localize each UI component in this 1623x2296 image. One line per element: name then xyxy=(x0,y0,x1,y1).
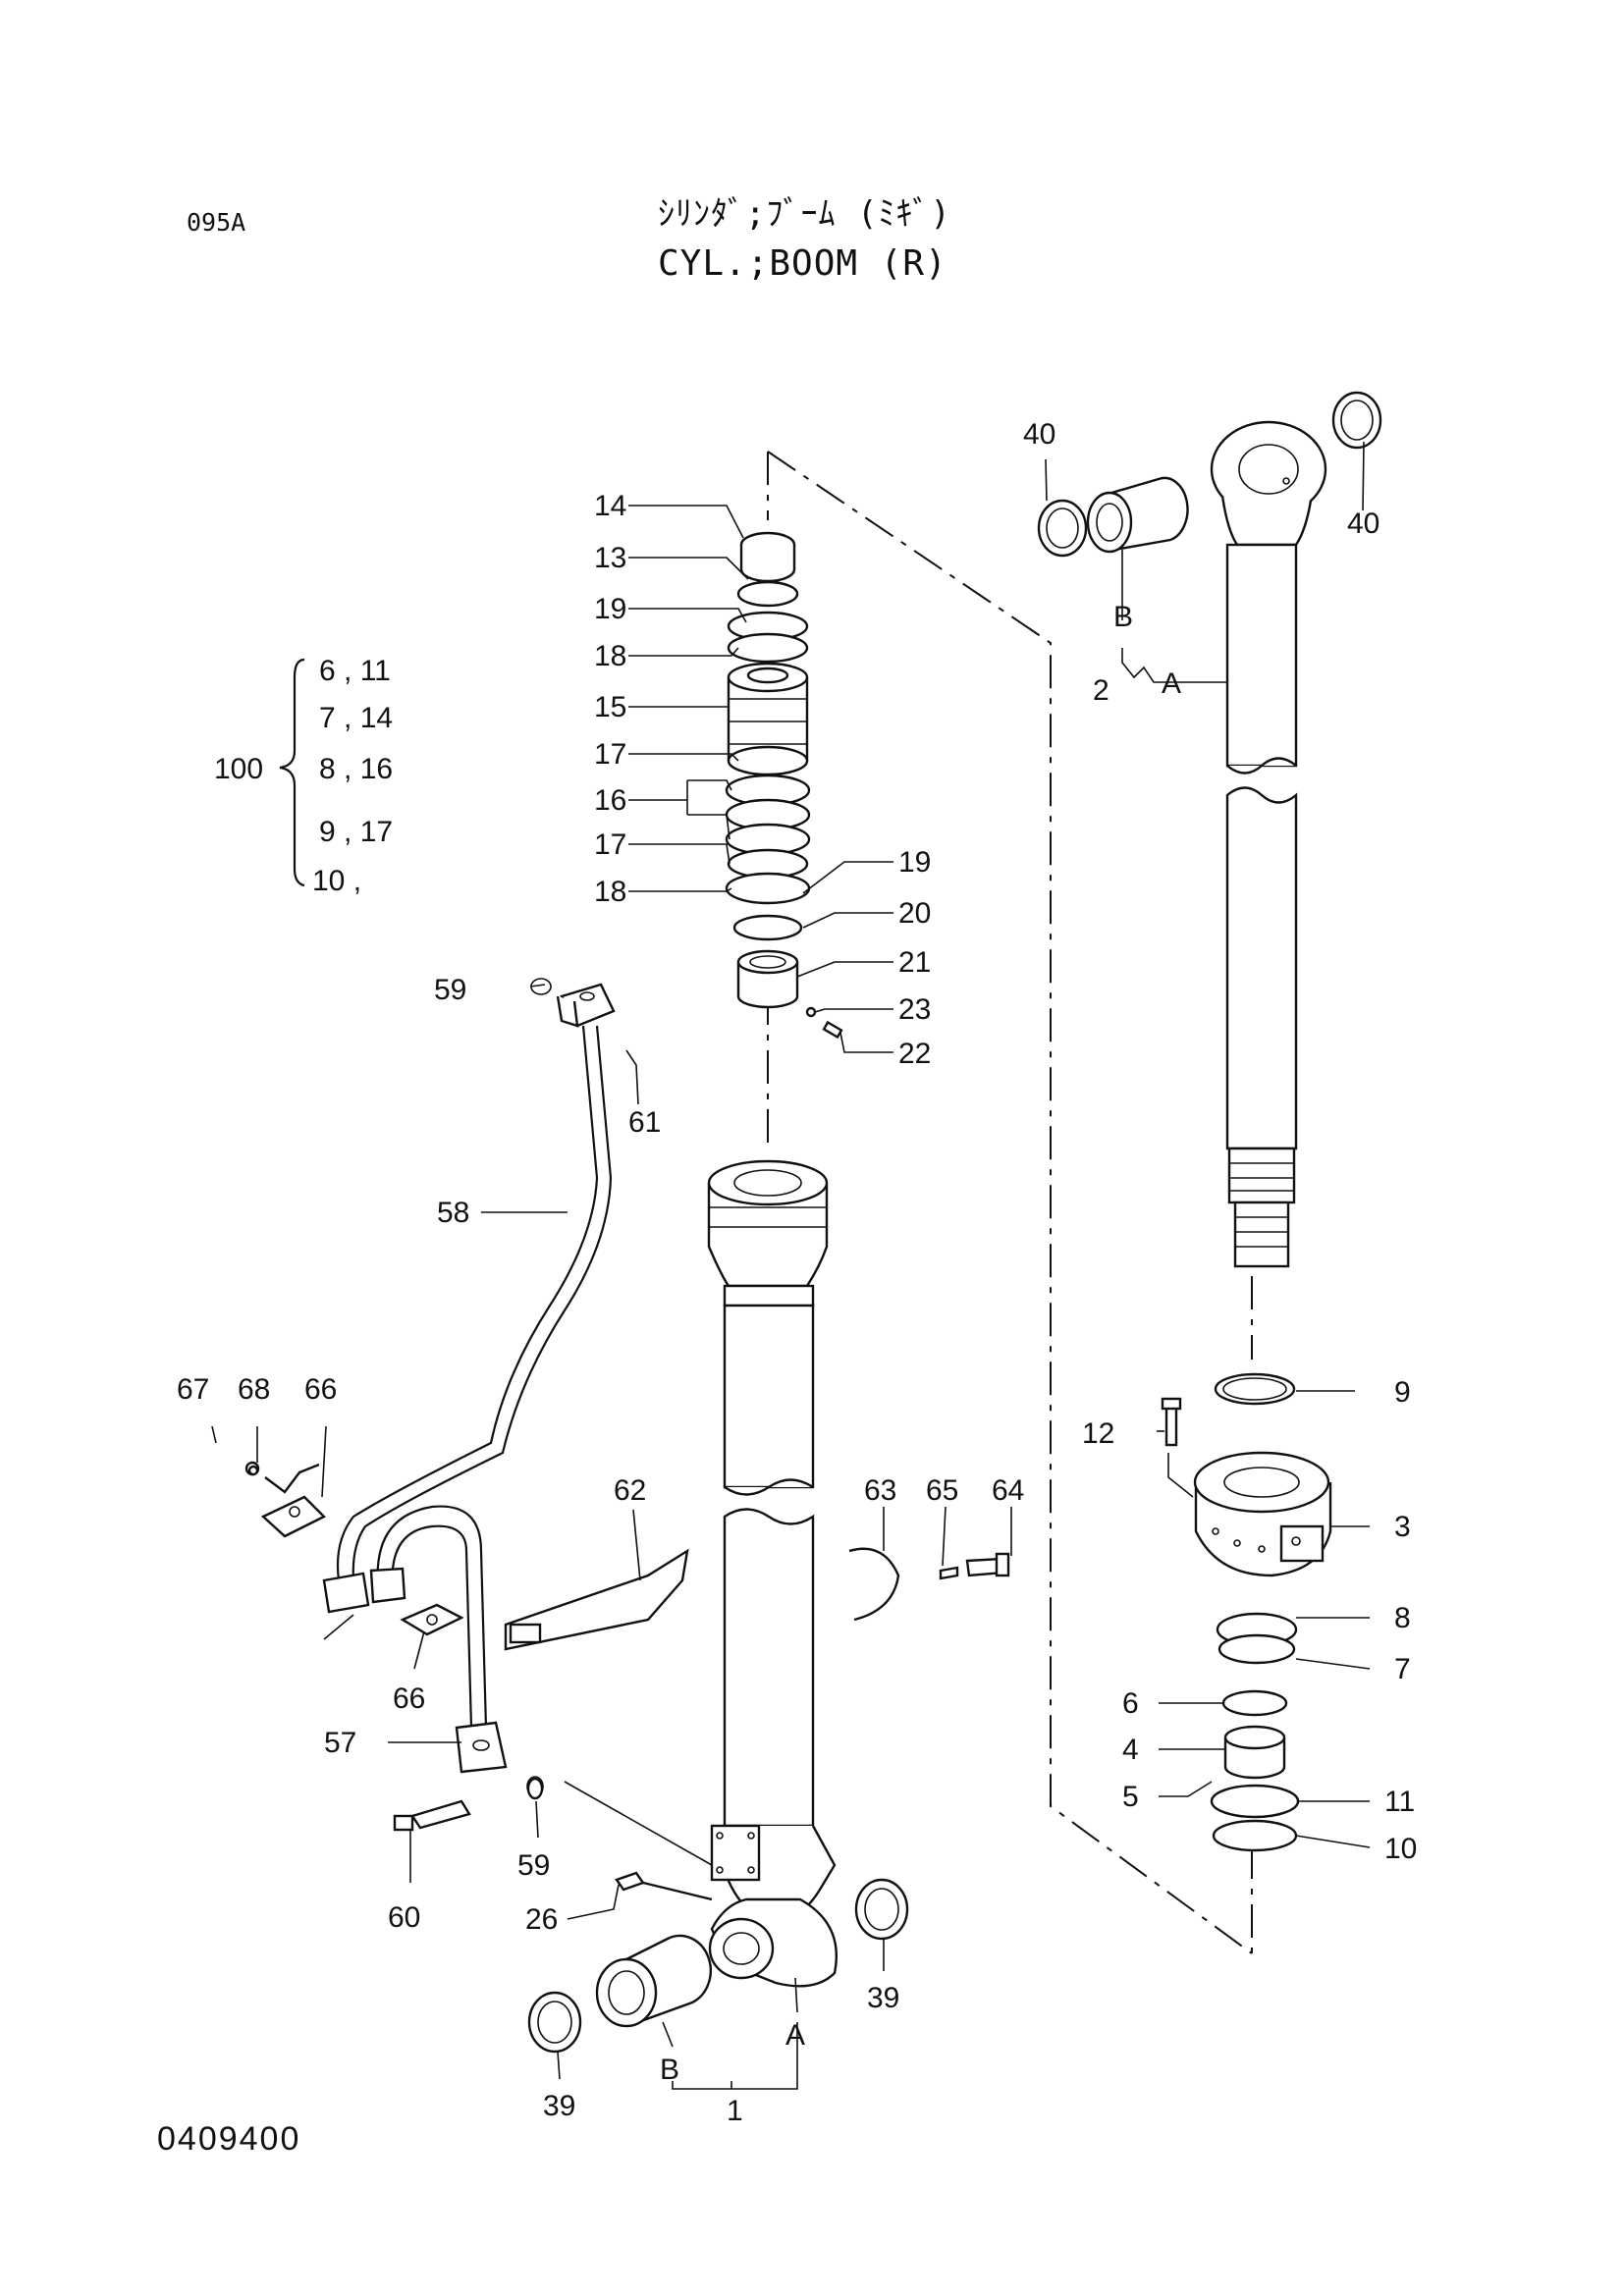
callout-14: 14 xyxy=(594,490,626,522)
callout-62: 62 xyxy=(614,1474,646,1507)
callout-B: B xyxy=(1113,601,1133,633)
callout-66: 66 xyxy=(393,1682,425,1715)
callout-65: 65 xyxy=(926,1474,958,1507)
callout-6: 6 xyxy=(1122,1687,1139,1720)
kit-group-bracket: 100 6 , 11 7 , 14 8 , 16 9 , 17 10 , xyxy=(214,655,393,897)
kit-group-row: 10 , xyxy=(312,865,361,897)
kit-group-row: 9 , 17 xyxy=(319,816,393,848)
callout-19: 19 xyxy=(594,593,626,625)
callout-15: 15 xyxy=(594,691,626,723)
callout-61: 61 xyxy=(628,1106,661,1139)
callout-59: 59 xyxy=(517,1849,550,1882)
kit-group-row: 7 , 14 xyxy=(319,702,393,734)
callout-5: 5 xyxy=(1122,1781,1139,1813)
callout-4: 4 xyxy=(1122,1734,1139,1766)
kit-group-row: 8 , 16 xyxy=(319,753,393,785)
callout-60: 60 xyxy=(388,1901,420,1934)
callout-22: 22 xyxy=(898,1038,931,1070)
callout-64: 64 xyxy=(992,1474,1024,1507)
callout-40: 40 xyxy=(1347,507,1380,540)
page-code: 095A xyxy=(187,208,246,237)
title-japanese: ｼﾘﾝﾀﾞ;ﾌﾞｰﾑ (ﾐｷﾞ) xyxy=(658,194,951,234)
callout-labels: 14 13 19 18 15 17 16 17 18 19 20 21 23 2… xyxy=(177,418,1417,2127)
callout-1: 1 xyxy=(727,2095,743,2127)
kit-group-label: 100 xyxy=(214,753,263,785)
callout-18: 18 xyxy=(594,640,626,672)
callout-9: 9 xyxy=(1394,1376,1411,1409)
callout-10: 10 xyxy=(1384,1833,1417,1865)
callout-26: 26 xyxy=(525,1903,558,1936)
piston-rod xyxy=(1210,420,1327,1268)
callout-3: 3 xyxy=(1394,1511,1411,1543)
callout-2: 2 xyxy=(1093,674,1109,707)
callout-66: 66 xyxy=(304,1373,337,1406)
callout-68: 68 xyxy=(238,1373,270,1406)
callout-58: 58 xyxy=(437,1197,469,1229)
callout-A: A xyxy=(785,2019,805,2052)
kit-group-row: 6 , 11 xyxy=(319,655,391,687)
leader-lines xyxy=(211,441,1371,2090)
callout-7: 7 xyxy=(1394,1653,1411,1685)
callout-59: 59 xyxy=(434,974,466,1006)
callout-11: 11 xyxy=(1384,1786,1415,1818)
callout-12: 12 xyxy=(1082,1417,1114,1450)
cylinder-barrel xyxy=(707,1159,838,1988)
callout-67: 67 xyxy=(177,1373,209,1406)
callout-18: 18 xyxy=(594,876,626,908)
clamps-and-bolts xyxy=(244,1461,1010,1832)
callout-A: A xyxy=(1162,667,1181,700)
pipe-assembly xyxy=(322,978,616,1797)
callout-17: 17 xyxy=(594,828,626,861)
drawing-number: 0409400 xyxy=(157,2120,301,2158)
rod-end-parts xyxy=(1037,391,1382,558)
callout-57: 57 xyxy=(324,1727,356,1759)
callout-17: 17 xyxy=(594,738,626,771)
bottom-bushing-parts xyxy=(527,1871,909,2054)
seal-stack xyxy=(725,531,843,1040)
piston-parts xyxy=(1161,1372,1332,1852)
assembly-centerlines xyxy=(767,451,1253,1954)
callout-39: 39 xyxy=(867,1982,899,2014)
callout-20: 20 xyxy=(898,897,931,930)
callout-23: 23 xyxy=(898,993,931,1026)
callout-39: 39 xyxy=(543,2090,575,2122)
callout-40: 40 xyxy=(1023,418,1055,451)
callout-13: 13 xyxy=(594,542,626,574)
callout-21: 21 xyxy=(898,946,931,979)
callout-16: 16 xyxy=(594,784,626,817)
callout-63: 63 xyxy=(864,1474,896,1507)
callout-8: 8 xyxy=(1394,1602,1411,1634)
title-english: CYL.;BOOM (R) xyxy=(658,243,947,284)
callout-B: B xyxy=(660,2054,679,2086)
callout-19: 19 xyxy=(898,846,931,879)
